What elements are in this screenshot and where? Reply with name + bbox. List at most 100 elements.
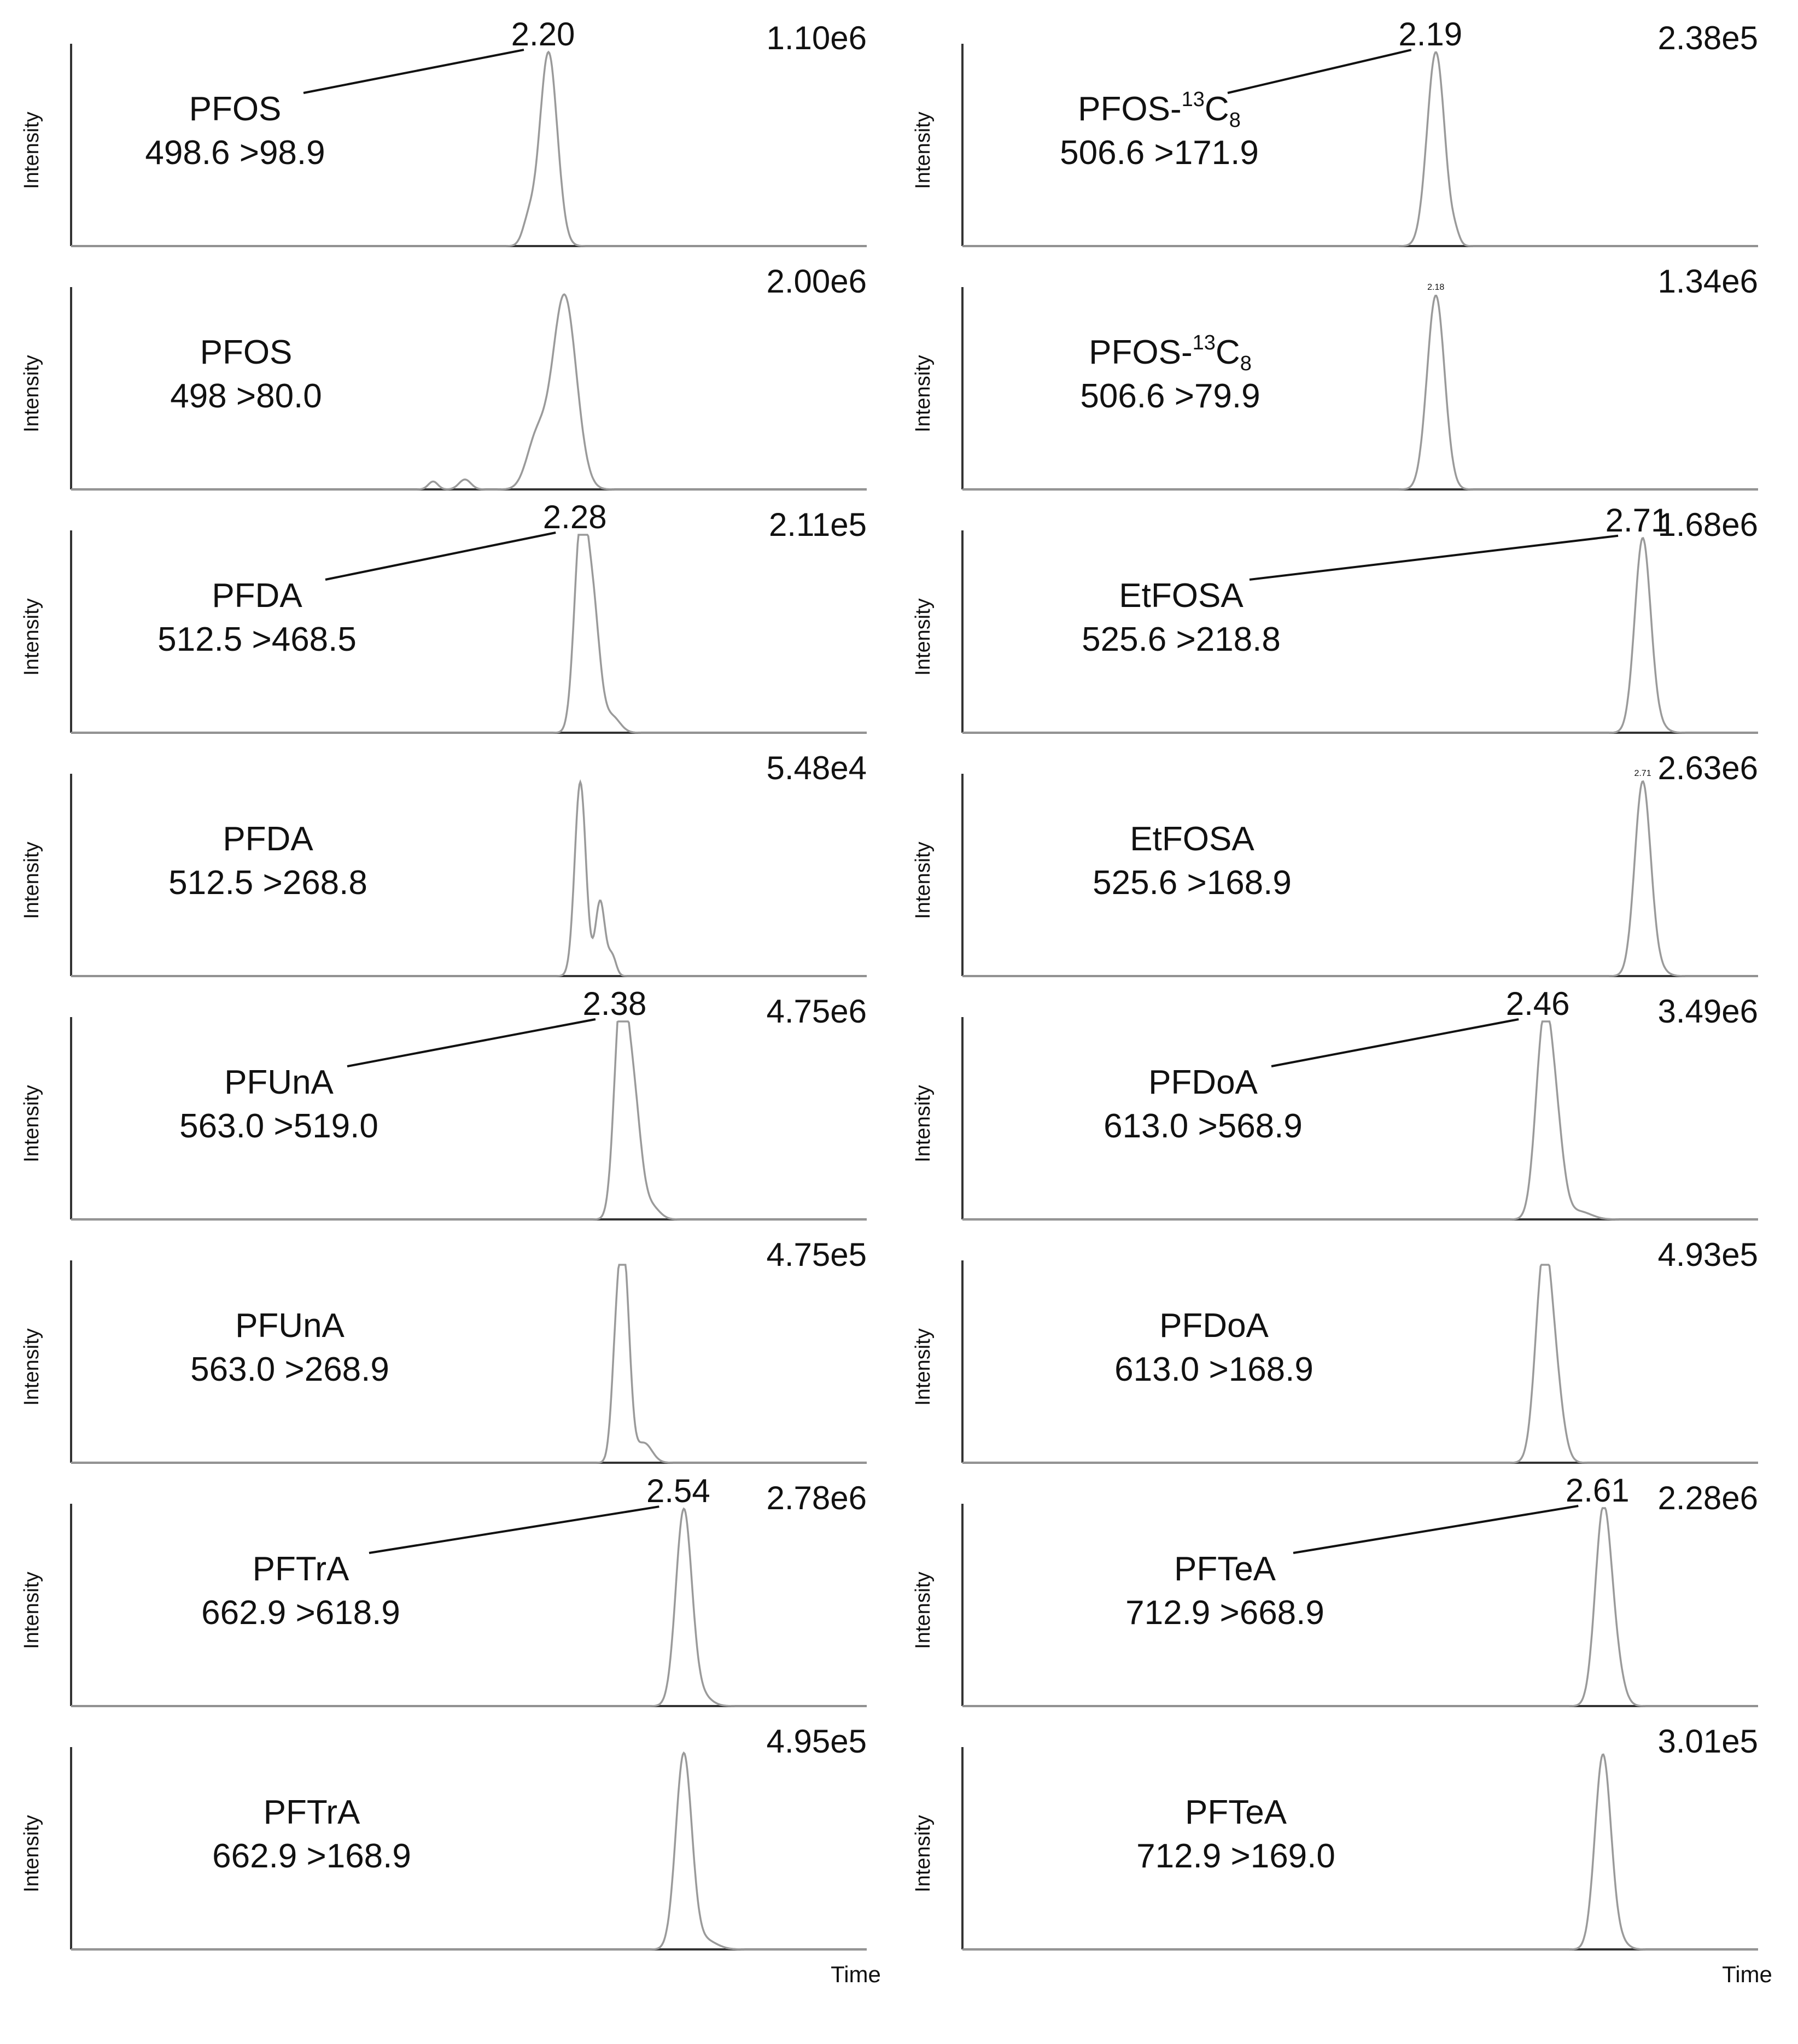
mrm-transition: 662.9 >618.9: [201, 1594, 400, 1632]
max-intensity-label: 4.75e6: [766, 993, 867, 1030]
max-intensity-label: 4.75e5: [766, 1236, 867, 1273]
mrm-transition: 512.5 >468.5: [157, 621, 357, 658]
analyte-name: PFUnA: [224, 1064, 334, 1101]
y-axis-label: Intensity: [912, 1572, 935, 1649]
isotope-mass-superscript: 13: [1182, 88, 1205, 111]
chromatogram-trace: [71, 779, 867, 977]
retention-time-leader-line: [325, 532, 556, 581]
mrm-transition: 512.5 >268.8: [168, 864, 367, 902]
max-intensity-label: 1.34e6: [1657, 263, 1758, 300]
analyte-name: PFOS-13C8: [1089, 331, 1252, 375]
retention-time-leader-line: [1227, 49, 1412, 94]
chromatogram-trace: [962, 1264, 1758, 1464]
x-axis-label: Time: [831, 1961, 881, 1987]
max-intensity-label: 4.95e5: [766, 1723, 867, 1760]
isotope-element: C: [1205, 90, 1229, 128]
y-axis-label: Intensity: [20, 842, 43, 919]
mrm-transition: 712.9 >668.9: [1125, 1594, 1324, 1632]
analyte-name: PFDA: [212, 577, 302, 615]
retention-time-label: 2.46: [1506, 985, 1570, 1022]
retention-time-label: 2.71: [1634, 769, 1651, 778]
analyte-name: PFUnA: [235, 1307, 345, 1345]
analyte-name: PFDA: [223, 820, 313, 858]
mrm-transition: 506.6 >171.9: [1060, 134, 1259, 172]
analyte-name: PFOS: [200, 334, 293, 371]
max-intensity-label: 2.28e6: [1657, 1480, 1758, 1516]
analyte-name: EtFOSA: [1119, 577, 1244, 615]
max-intensity-label: 1.10e6: [766, 20, 867, 56]
mrm-transition: 498 >80.0: [170, 377, 322, 415]
chromatogram-trace: [71, 1751, 867, 1950]
analyte-name: PFOS: [189, 90, 282, 128]
retention-time-label: 2.20: [511, 16, 575, 52]
max-intensity-label: 3.01e5: [1657, 1723, 1758, 1760]
y-axis-label: Intensity: [912, 112, 935, 189]
chromatogram-trace: [71, 534, 867, 734]
retention-time-label: 2.19: [1398, 16, 1462, 52]
chromatogram-trace: [962, 537, 1758, 734]
mrm-transition: 712.9 >169.0: [1136, 1837, 1335, 1875]
chromatogram-trace: [71, 1264, 867, 1464]
chromatogram-trace: [962, 1507, 1758, 1707]
analyte-name: PFTeA: [1185, 1794, 1287, 1831]
y-axis-label: Intensity: [20, 1328, 43, 1406]
mrm-transition: 525.6 >168.9: [1093, 864, 1292, 902]
chromatogram-trace: [962, 1753, 1758, 1950]
y-axis-label: Intensity: [912, 1085, 935, 1163]
retention-time-label: 2.18: [1427, 283, 1444, 292]
y-axis-label: Intensity: [20, 1085, 43, 1163]
chromatogram-trace: [962, 51, 1758, 247]
mrm-transition: 563.0 >268.9: [190, 1351, 389, 1388]
y-axis-label: Intensity: [912, 842, 935, 919]
analyte-name: PFTrA: [264, 1794, 360, 1831]
max-intensity-label: 2.78e6: [766, 1480, 867, 1516]
retention-time-label: 2.54: [646, 1473, 710, 1509]
max-intensity-label: 2.38e5: [1657, 20, 1758, 56]
y-axis-label: Intensity: [912, 1328, 935, 1406]
max-intensity-label: 1.68e6: [1657, 506, 1758, 543]
y-axis-label: Intensity: [20, 598, 43, 676]
analyte-name: PFOS-13C8: [1078, 88, 1241, 132]
chromatogram-trace: [71, 50, 867, 247]
retention-time-label: 2.38: [583, 985, 647, 1022]
y-axis-label: Intensity: [20, 112, 43, 189]
mrm-transition: 506.6 >79.9: [1080, 377, 1260, 415]
chromatogram-trace: [71, 293, 867, 490]
y-axis-label: Intensity: [912, 1815, 935, 1893]
retention-time-leader-line: [1293, 1505, 1579, 1554]
x-axis-label: Time: [1722, 1961, 1772, 1987]
analyte-name: PFTeA: [1174, 1550, 1276, 1588]
y-axis-label: Intensity: [20, 1815, 43, 1893]
chromatogram-trace: [71, 1020, 867, 1220]
mrm-transition: 613.0 >168.9: [1114, 1351, 1314, 1388]
max-intensity-label: 5.48e4: [766, 750, 867, 786]
isotope-count-subscript: 8: [1240, 352, 1252, 375]
max-intensity-label: 2.00e6: [766, 263, 867, 300]
retention-time-leader-line: [1249, 534, 1619, 581]
analyte-name: PFDoA: [1159, 1307, 1269, 1345]
mrm-transition: 662.9 >168.9: [212, 1837, 411, 1875]
mrm-transition: 563.0 >519.0: [179, 1107, 378, 1145]
retention-time-label: 2.61: [1566, 1472, 1630, 1509]
retention-time-label: 2.28: [543, 499, 607, 535]
retention-time-leader-line: [303, 49, 524, 94]
y-axis-label: Intensity: [20, 355, 43, 433]
chromatogram-trace: [962, 780, 1758, 977]
mrm-transition: 525.6 >218.8: [1082, 621, 1281, 658]
max-intensity-label: 2.63e6: [1657, 750, 1758, 786]
chromatogram-trace: [71, 1507, 867, 1707]
mrm-transition: 613.0 >568.9: [1104, 1107, 1303, 1145]
